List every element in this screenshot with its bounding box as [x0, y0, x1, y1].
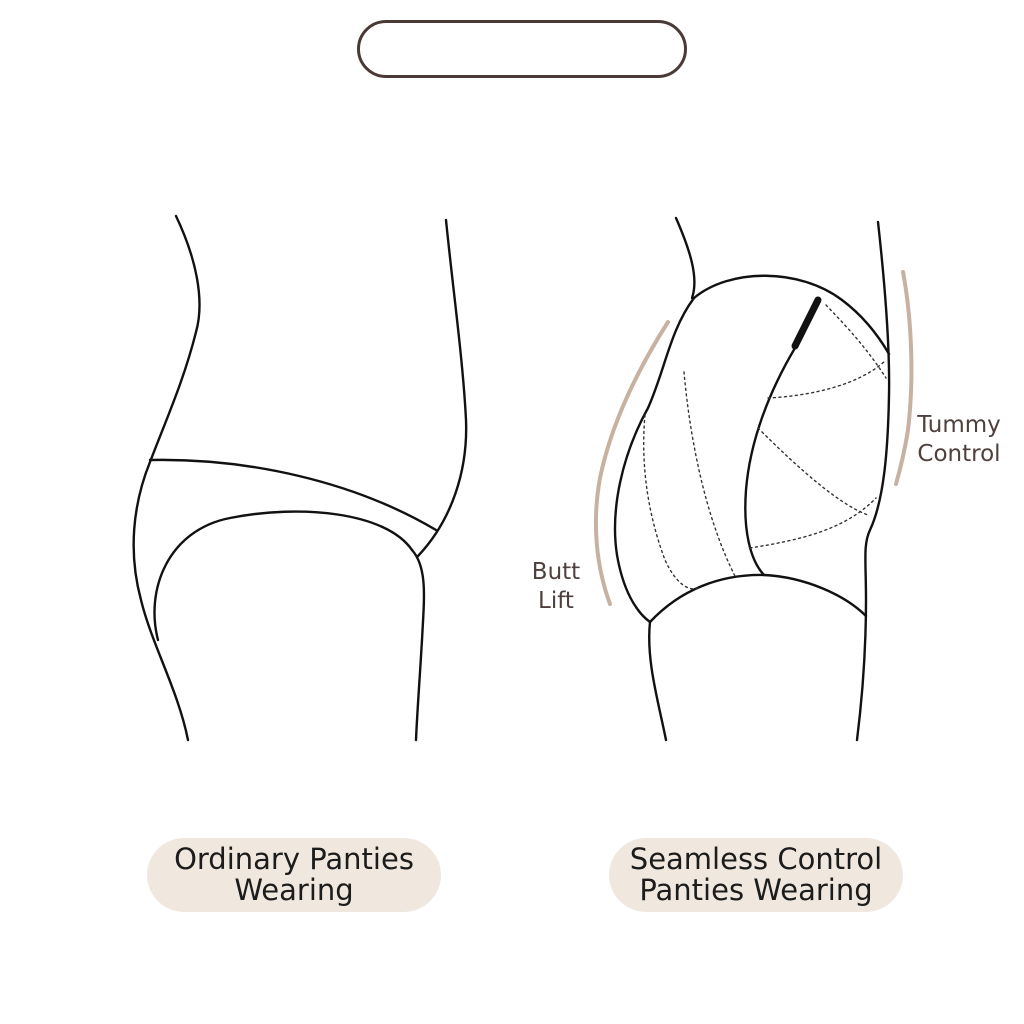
caption-ordinary-text: Ordinary Panties Wearing — [174, 842, 414, 907]
right-thigh-back — [648, 620, 668, 742]
left-waistband — [148, 458, 438, 532]
control-stitching — [643, 304, 887, 590]
accent-curves — [593, 270, 914, 606]
caption-seamless-control-panties: Seamless Control Panties Wearing — [609, 838, 903, 912]
caption-seamless-text: Seamless Control Panties Wearing — [629, 842, 883, 907]
left-back-outline — [132, 214, 201, 742]
right-figure — [613, 216, 891, 742]
right-back-upper — [674, 216, 696, 300]
title-pill — [357, 20, 687, 78]
stitch-upper — [767, 359, 887, 399]
stitch-mid-cross-b — [749, 497, 877, 549]
tummy-control-curve — [894, 270, 914, 486]
stitch-back-a — [643, 414, 699, 590]
tummy-control-label: Tummy Control — [917, 412, 1001, 467]
right-back-panty-outline — [613, 296, 696, 624]
left-figure — [132, 214, 468, 742]
left-front-outline — [416, 218, 468, 558]
right-inner-seam — [744, 346, 797, 577]
right-leg-opening — [648, 573, 868, 624]
right-waistband — [692, 274, 891, 356]
left-thigh-front — [410, 548, 426, 742]
caption-ordinary-panties: Ordinary Panties Wearing — [147, 838, 441, 912]
stitch-diagonal-top — [825, 304, 887, 379]
butt-lift-label: Butt Lift — [531, 559, 581, 614]
waistband-band-marker — [791, 296, 822, 350]
stitch-back-b — [683, 371, 737, 579]
butt-lift-curve — [593, 320, 670, 606]
stitch-mid-cross-a — [757, 427, 869, 516]
right-front-outline — [855, 220, 891, 742]
left-leg-opening — [153, 510, 414, 642]
